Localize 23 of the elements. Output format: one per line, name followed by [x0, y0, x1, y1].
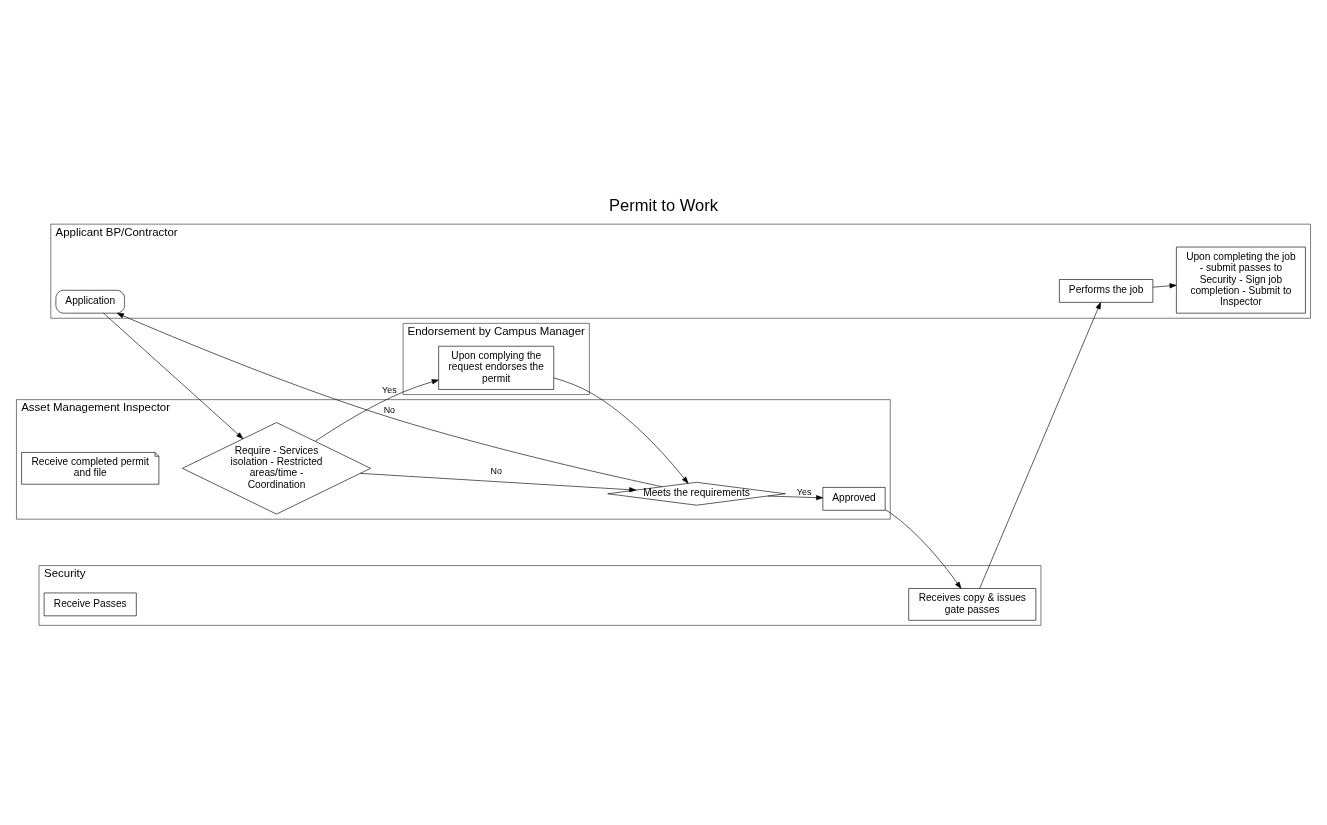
node-box: Receives copy & issues gate passes: [908, 587, 1037, 621]
edge-label: No: [383, 403, 396, 414]
node-box: Upon complying the request endorses the permit: [438, 345, 555, 390]
arrow: [767, 494, 824, 500]
node-box: Upon completing the job - submit passes to Security - Sign job completion - Submit to Inspector: [1176, 246, 1306, 313]
arrow: [103, 312, 244, 439]
arrow: [360, 472, 637, 492]
node-box: Application: [55, 289, 125, 313]
node-box: Approved: [822, 486, 886, 511]
arrow: [314, 378, 439, 442]
arrow: [1152, 282, 1177, 288]
edge-label: No: [490, 465, 502, 476]
diagram-title: Permit to Work: [609, 195, 718, 215]
arrow: [979, 301, 1101, 589]
node-box: Receive Passes: [43, 592, 137, 616]
node-diamond: Meets the requirements: [607, 481, 786, 505]
edge-label: Yes: [796, 486, 812, 497]
node-diamond: Require - Services isolation - Restricted areas/time - Coordination: [182, 421, 371, 514]
arrow: [553, 377, 689, 484]
arrow: [116, 312, 663, 487]
arrow: [884, 508, 962, 589]
edge-label: Yes: [382, 384, 397, 395]
node-box: Performs the job: [1059, 278, 1154, 303]
